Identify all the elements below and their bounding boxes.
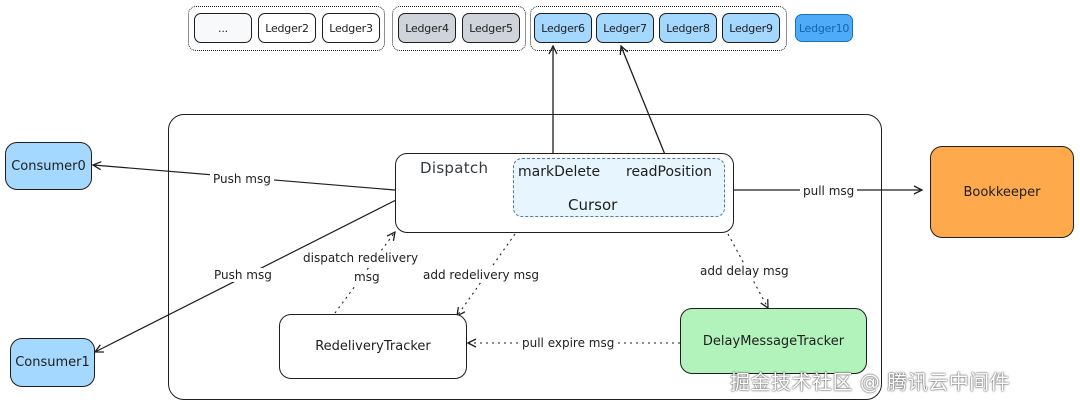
ledger-4: Ledger4 bbox=[398, 13, 456, 43]
ledger-6: Ledger6 bbox=[534, 13, 592, 43]
edge-label-add-redelivery: add redelivery msg bbox=[420, 268, 543, 282]
edge-label-add-delay: add delay msg bbox=[697, 264, 792, 278]
edge-dispatch-redelivery bbox=[334, 232, 395, 314]
dispatch-title: Dispatch bbox=[420, 159, 489, 177]
broker-container bbox=[168, 114, 882, 400]
edge-label-pull-msg: pull msg bbox=[800, 184, 858, 198]
ledger-2: Ledger2 bbox=[258, 13, 316, 43]
edge-label-pull-expire: pull expire msg bbox=[519, 336, 618, 350]
ledger-10-pending: Ledger10 bbox=[795, 14, 853, 42]
ledger-group-2 bbox=[392, 6, 526, 51]
cursor-label: Cursor bbox=[568, 196, 618, 214]
ledger-group-3 bbox=[530, 6, 787, 51]
ledger-8: Ledger8 bbox=[659, 13, 717, 43]
ledger-ellipsis: ... bbox=[194, 13, 252, 43]
mark-delete-label: markDelete bbox=[518, 164, 601, 180]
delay-message-tracker: DelayMessageTracker bbox=[680, 308, 867, 374]
ledger-5: Ledger5 bbox=[462, 13, 520, 43]
redelivery-tracker: RedeliveryTracker bbox=[279, 314, 467, 379]
consumer-1: Consumer1 bbox=[10, 338, 95, 387]
edge-label-push-msg-0: Push msg bbox=[210, 172, 274, 186]
watermark: 掘金技术社区 @ 腾讯云中间件 bbox=[730, 370, 1011, 394]
ledger-3: Ledger3 bbox=[322, 13, 380, 43]
cursor-region bbox=[513, 158, 725, 217]
edge-label-push-msg-1: Push msg bbox=[211, 268, 275, 282]
consumer-0: Consumer0 bbox=[5, 142, 92, 190]
ledger-9: Ledger9 bbox=[722, 13, 780, 43]
edge-readposition-ledger7 bbox=[621, 46, 669, 163]
ledger-7: Ledger7 bbox=[596, 13, 654, 43]
bookkeeper: Bookkeeper bbox=[930, 146, 1074, 238]
edge-label-dispatch-redelivery-2: msg bbox=[351, 270, 383, 284]
edge-label-dispatch-redelivery-1: dispatch redelivery bbox=[300, 251, 422, 265]
read-position-label: readPosition bbox=[626, 164, 713, 180]
ledger-group-1 bbox=[188, 6, 385, 51]
